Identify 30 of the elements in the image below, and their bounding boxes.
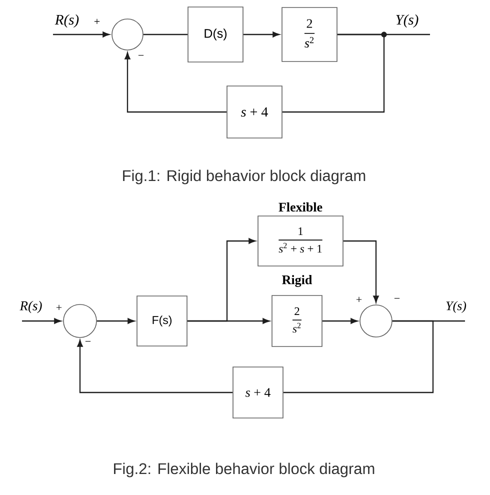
arrow [96,318,135,324]
signal-label: Y(s) [444,300,468,314]
connector-line [283,320,434,394]
sign-label: + [94,18,100,24]
arrow [53,32,110,38]
arrow [322,318,358,324]
block-title: Rigid [282,275,312,287]
transfer-block: 1 s$^{2}$ + s + 1 [258,216,344,266]
transfer-block: D(s) [188,6,244,62]
figure-caption: Fig.2: Flexible behavior block diagram [114,462,374,478]
sign-label: − [394,298,400,299]
sign-label: + [56,304,62,310]
transfer-block: s + 4 [226,86,282,138]
arrow [22,318,62,324]
arrow [124,52,227,113]
connector-line [282,34,385,113]
arrow [343,240,379,303]
transfer-block: 2 s$^{2}$ [282,7,338,62]
sign-label: − [138,55,144,56]
arrow [187,318,270,324]
transfer-block: s + 4 [232,366,284,418]
arrow [243,32,280,38]
transfer-block: 2 s$^{2}$ [272,295,322,347]
sign-label: − [85,341,91,342]
transfer-block: F(s) [136,296,188,346]
arrow [77,340,233,394]
figure-caption: Fig.1: Rigid behavior block diagram [123,170,366,184]
block-title: Flexible [278,202,322,212]
connector-line [143,34,188,36]
sign-label: + [356,296,362,302]
